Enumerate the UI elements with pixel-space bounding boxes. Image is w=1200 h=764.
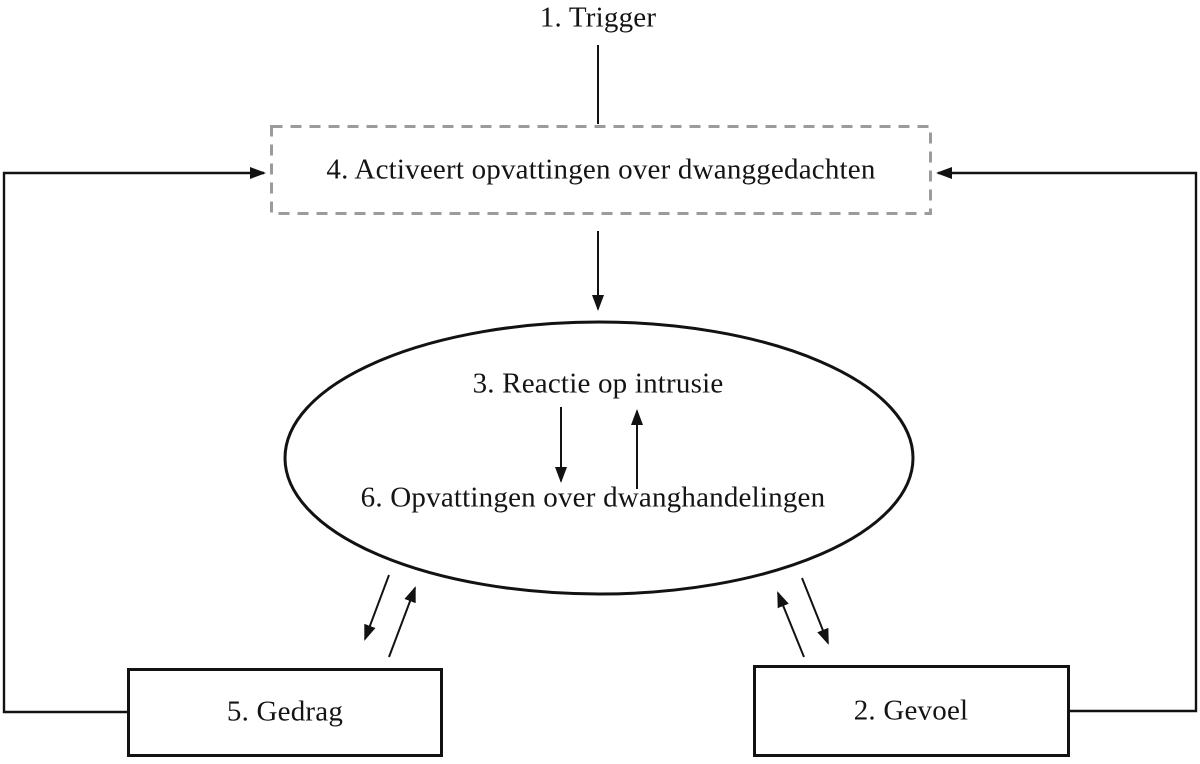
edge-ellipse-to-behavior — [364, 574, 390, 641]
trigger-label: 1. Trigger — [539, 1, 657, 34]
behavior-label: 5. Gedrag — [226, 695, 344, 728]
behavior-box — [127, 668, 443, 757]
edge-feeling-to-ellipse — [777, 591, 805, 658]
beliefs-obsessions-dashed-box — [270, 125, 932, 215]
reaction-intrusion-label: 3. Reactie op intrusie — [472, 367, 724, 400]
edge-behavior-loop-to-beliefs — [2, 167, 266, 714]
edge-behavior-to-ellipse — [388, 586, 416, 658]
beliefs-obsessions-label: 4. Activeert opvattingen over dwanggedac… — [326, 153, 876, 186]
feeling-label: 2. Gevoel — [853, 694, 969, 727]
edge-ellipse-to-feeling — [801, 577, 829, 645]
beliefs-compulsions-label: 6. Opvattingen over dwanghandelingen — [360, 481, 826, 514]
feeling-box — [753, 665, 1070, 757]
reaction-ellipse — [283, 320, 915, 596]
edge-feeling-loop-to-beliefs — [936, 167, 1198, 713]
